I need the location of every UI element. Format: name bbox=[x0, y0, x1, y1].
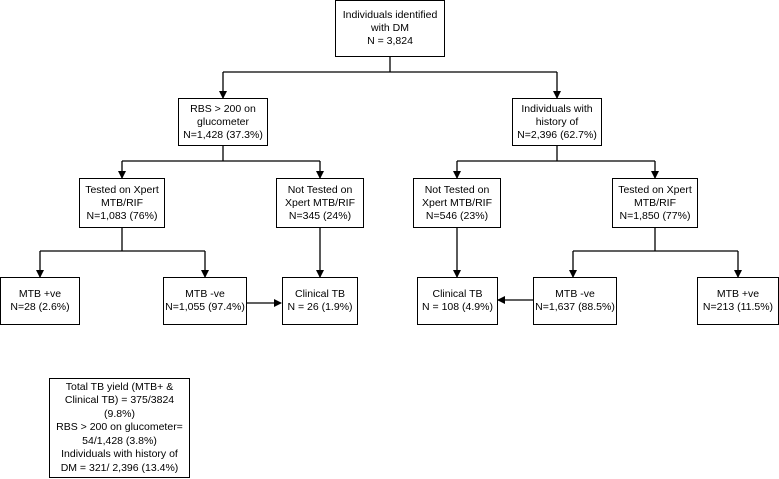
summary-line-4: RBS > 200 on glucometer= bbox=[56, 421, 183, 434]
node-left-pos-line-2: N=28 (2.6%) bbox=[10, 301, 70, 313]
node-left-tested-line-1: Tested on Xpert bbox=[85, 183, 159, 196]
summary-line-1: Total TB yield (MTB+ & bbox=[65, 380, 174, 393]
node-right-tested: Tested on Xpert MTB/RIF N=1,850 (77%) bbox=[612, 178, 698, 228]
node-right-neg: MTB -ve N=1,637 (88.5%) bbox=[533, 277, 617, 325]
node-history-line-2: history of bbox=[535, 115, 579, 128]
node-rbs-line-2: glucometer bbox=[197, 115, 249, 128]
node-history-line-3: N=2,396 (62.7%) bbox=[517, 128, 597, 141]
node-left-not-tested-line-2: Xpert MTB/RIF bbox=[284, 196, 355, 209]
node-rbs: RBS > 200 on glucometer N=1,428 (37.3%) bbox=[178, 98, 268, 146]
node-left-tested: Tested on Xpert MTB/RIF N=1,083 (76%) bbox=[79, 178, 165, 228]
node-rbs-line-3: N=1,428 (37.3%) bbox=[183, 128, 263, 141]
node-left-neg-line-1: MTB -ve bbox=[185, 288, 225, 300]
node-left-not-tested-line-1: Not Tested on bbox=[287, 183, 353, 196]
node-left-not-tested: Not Tested on Xpert MTB/RIF N=345 (24%) bbox=[276, 178, 364, 228]
node-left-tested-line-2: MTB/RIF bbox=[101, 196, 143, 209]
node-root-line-1: Individuals identified bbox=[342, 9, 438, 21]
node-right-clinical-line-1: Clinical TB bbox=[432, 288, 483, 300]
summary-line-5: 54/1,428 (3.8%) bbox=[82, 434, 157, 447]
node-right-clinical: Clinical TB N = 108 (4.9%) bbox=[417, 277, 498, 325]
node-left-clinical-line-2: N = 26 (1.9%) bbox=[287, 301, 353, 313]
node-right-not-tested-line-1: Not Tested on bbox=[424, 183, 490, 196]
summary-line-6: Individuals with history of bbox=[61, 448, 178, 461]
node-left-neg-line-2: N=1,055 (97.4%) bbox=[165, 301, 245, 313]
node-right-tested-line-2: MTB/RIF bbox=[634, 196, 676, 209]
node-left-not-tested-line-3: N=345 (24%) bbox=[288, 209, 352, 222]
node-right-tested-line-1: Tested on Xpert bbox=[618, 183, 692, 196]
node-right-neg-line-2: N=1,637 (88.5%) bbox=[535, 301, 615, 313]
node-root-line-2: with DM bbox=[371, 22, 409, 34]
node-right-neg-line-1: MTB -ve bbox=[555, 288, 595, 300]
node-right-not-tested: Not Tested on Xpert MTB/RIF N=546 (23%) bbox=[413, 178, 501, 228]
node-left-clinical: Clinical TB N = 26 (1.9%) bbox=[282, 277, 358, 325]
summary-line-7: DM = 321/ 2,396 (13.4%) bbox=[60, 461, 179, 474]
node-left-neg: MTB -ve N=1,055 (97.4%) bbox=[163, 277, 247, 325]
node-right-pos-line-1: MTB +ve bbox=[716, 288, 760, 300]
summary-line-3: (9.8%) bbox=[104, 407, 135, 420]
node-rbs-line-1: RBS > 200 on bbox=[190, 102, 256, 115]
node-root: Individuals identified with DM N = 3,824 bbox=[335, 0, 445, 57]
summary-box: Total TB yield (MTB+ & Clinical TB) = 37… bbox=[49, 378, 190, 478]
node-right-clinical-line-2: N = 108 (4.9%) bbox=[422, 301, 493, 313]
node-left-pos-line-1: MTB +ve bbox=[18, 288, 62, 300]
summary-line-2: Clinical TB) = 375/3824 bbox=[64, 394, 175, 407]
node-right-tested-line-3: N=1,850 (77%) bbox=[619, 209, 691, 222]
node-right-pos-line-2: N=213 (11.5%) bbox=[702, 301, 774, 313]
node-history-line-1: Individuals with bbox=[521, 102, 593, 115]
node-left-pos: MTB +ve N=28 (2.6%) bbox=[0, 277, 80, 325]
node-root-line-3: N = 3,824 bbox=[367, 35, 413, 47]
node-history: Individuals with history of N=2,396 (62.… bbox=[512, 98, 602, 146]
node-left-clinical-line-1: Clinical TB bbox=[295, 288, 345, 300]
node-right-not-tested-line-3: N=546 (23%) bbox=[425, 209, 489, 222]
node-right-not-tested-line-2: Xpert MTB/RIF bbox=[421, 196, 492, 209]
node-right-pos: MTB +ve N=213 (11.5%) bbox=[697, 277, 779, 325]
node-left-tested-line-3: N=1,083 (76%) bbox=[86, 209, 158, 222]
